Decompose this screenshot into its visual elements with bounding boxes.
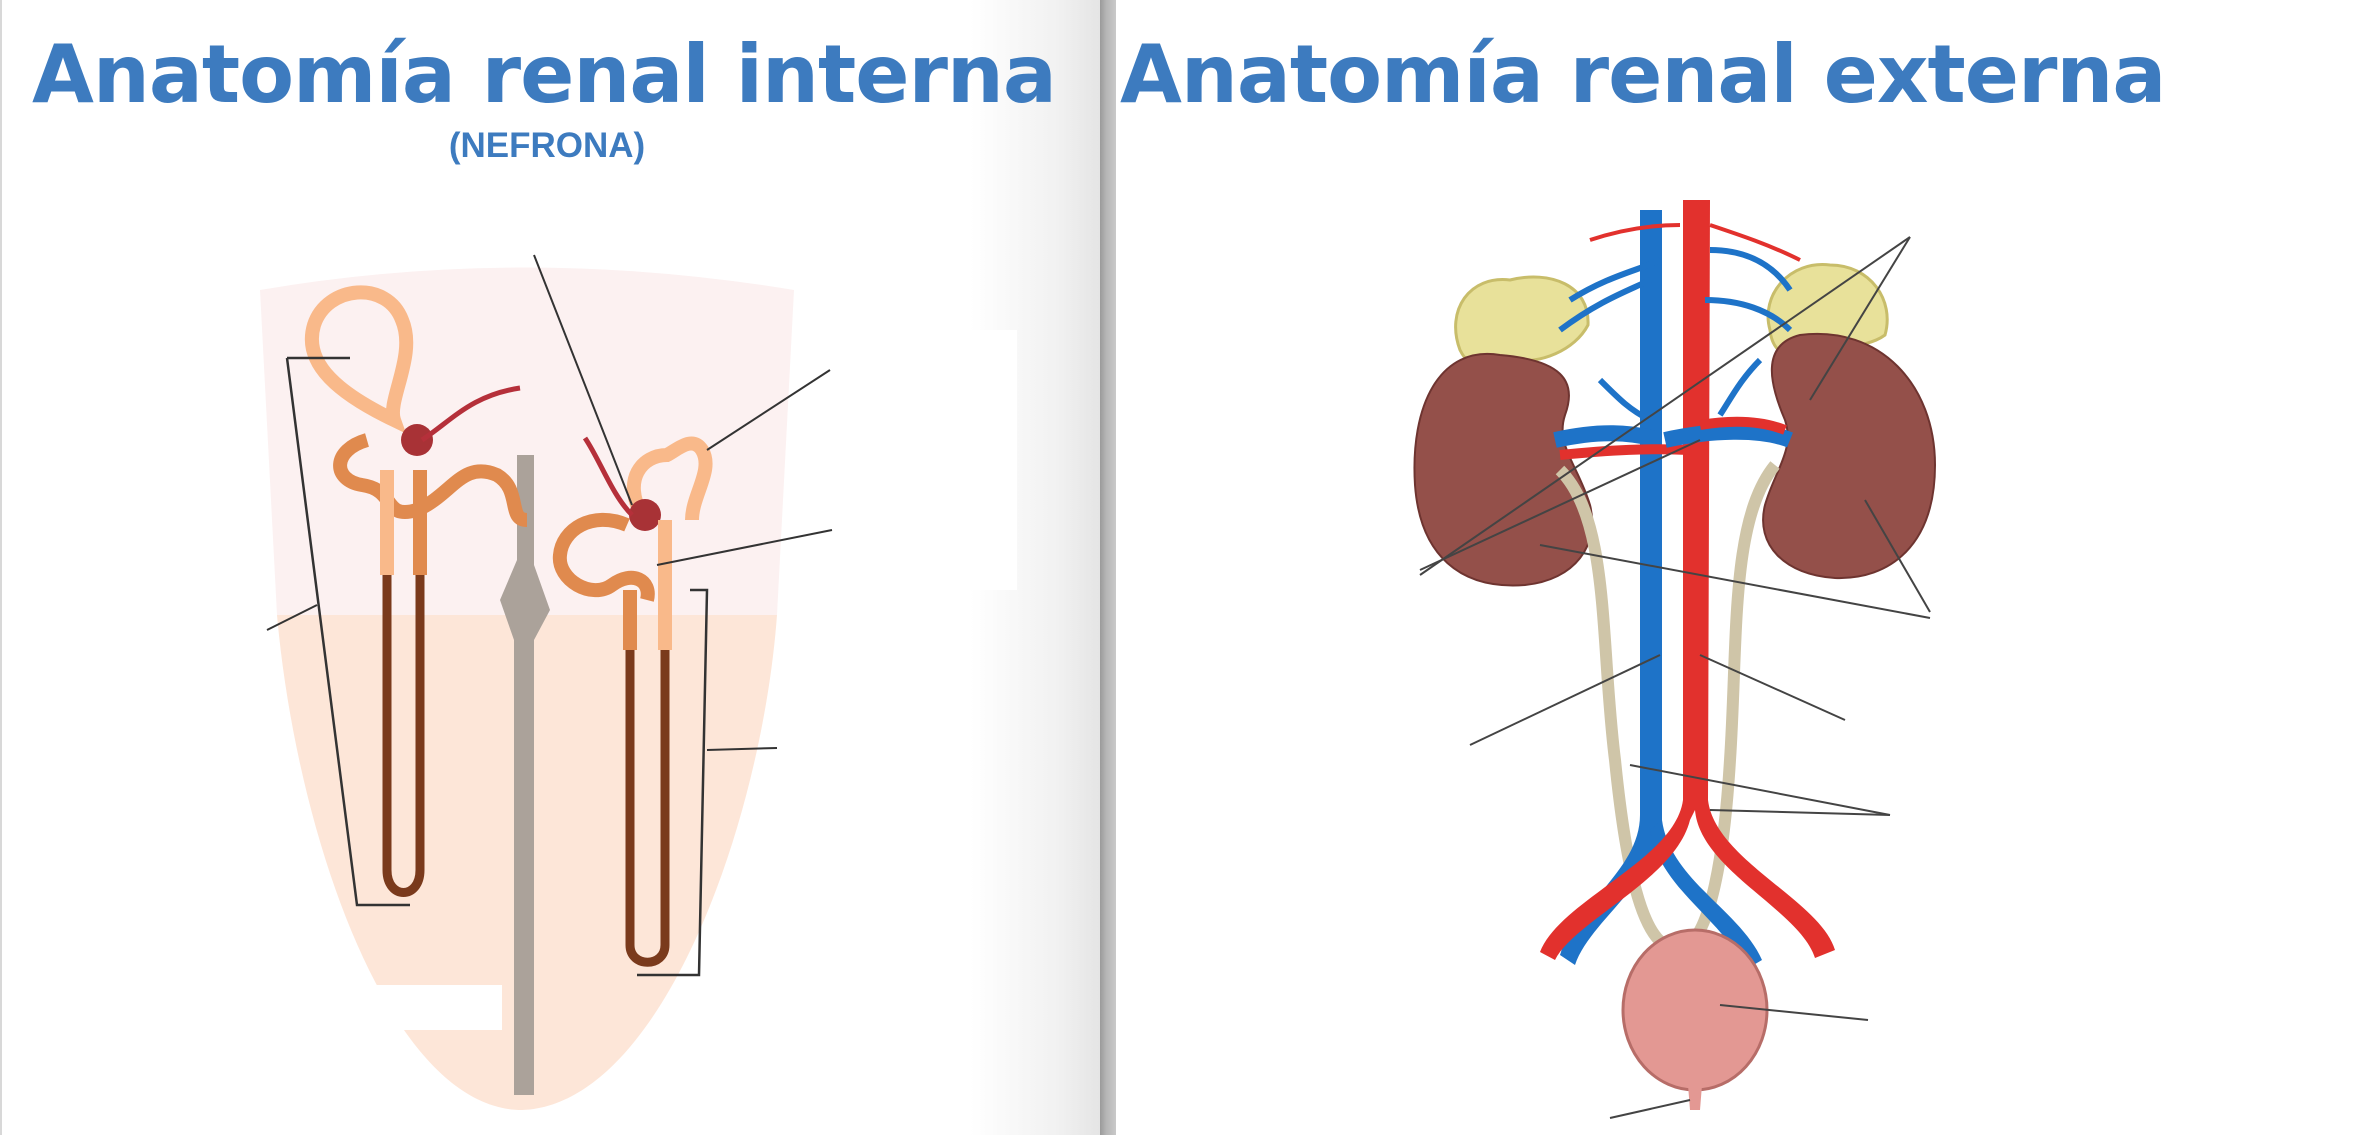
- glomerular-capsule-2: [626, 436, 713, 521]
- label-box-right: [797, 330, 1017, 590]
- title-internal-anatomy: Anatomía renal interna: [32, 28, 1057, 121]
- leader-lines: [1419, 236, 1931, 1119]
- left-page: Anatomía renal interna (NEFRONA): [0, 0, 1102, 1135]
- leader-top: [533, 254, 633, 506]
- kidney-left: [1413, 352, 1594, 587]
- inferior-vena-cava: [1560, 210, 1662, 965]
- urethra: [1688, 1085, 1702, 1110]
- ureter-left: [1555, 465, 1669, 951]
- renal-vein-right: [1663, 423, 1793, 448]
- loop-2: [625, 570, 670, 967]
- afferent-arteriole-1: [420, 385, 521, 443]
- renal-artery-right: [1699, 416, 1787, 435]
- leader-left: [266, 604, 318, 631]
- label-box-bottom: [292, 985, 502, 1030]
- right-margin: [2230, 0, 2375, 1135]
- title-external-anatomy: Anatomía renal externa: [1120, 28, 2166, 121]
- urinary-bladder: [1621, 928, 1769, 1092]
- leader-bracket-right: [706, 747, 778, 751]
- loop-descending-1: [382, 470, 425, 897]
- subtitle-nephron: (NEFRONA): [448, 126, 646, 165]
- glomerulus-2: [629, 499, 661, 531]
- aorta: [1540, 200, 1835, 960]
- glomerular-capsule-1: [305, 285, 414, 434]
- afferent-arteriole-2: [582, 436, 634, 517]
- nephron-illustration: [82, 254, 1017, 1110]
- bracket-left: [285, 356, 410, 907]
- kidney-right: [1762, 332, 1937, 580]
- collecting-duct: [500, 455, 550, 1095]
- renal-vein-left: [1553, 425, 1663, 448]
- renal-artery-left: [1559, 444, 1691, 460]
- glomerulus-1: [401, 424, 433, 456]
- adrenal-vessels: [1558, 247, 1793, 423]
- label-box-left: [82, 600, 267, 850]
- adrenal-arteries: [1589, 223, 1801, 262]
- bracket-right: [637, 588, 709, 977]
- proximal-tubule-2: [552, 512, 655, 602]
- iliac-vein-right: [1650, 820, 1762, 970]
- leader-tubule: [656, 529, 833, 566]
- leader-capsule: [706, 369, 831, 451]
- book-spine: [1100, 0, 1116, 1135]
